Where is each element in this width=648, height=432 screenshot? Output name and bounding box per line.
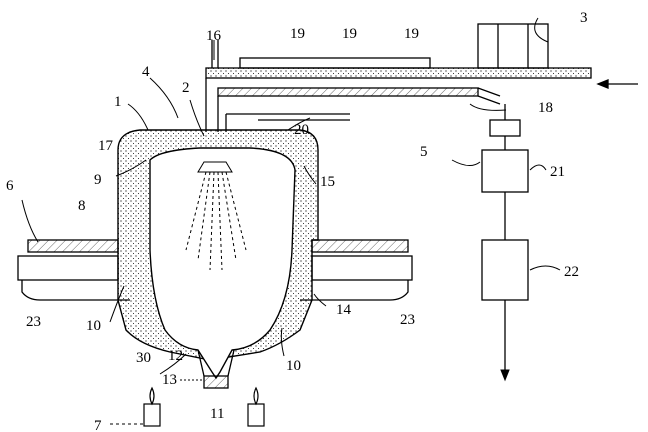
label-30: 30 — [136, 350, 151, 366]
label-22: 22 — [564, 264, 579, 280]
label-18: 18 — [538, 100, 553, 116]
label-8: 8 — [78, 198, 86, 214]
label-16: 16 — [206, 28, 222, 44]
actuator-3 — [477, 23, 549, 69]
label-2: 2 — [182, 80, 190, 96]
label-15: 15 — [320, 174, 335, 190]
burner-left — [143, 386, 161, 427]
label-10-left: 10 — [86, 318, 101, 334]
bottom-outlet — [197, 349, 235, 389]
label-19-a: 19 — [290, 26, 305, 42]
label-12: 12 — [168, 348, 183, 364]
flange-left — [17, 239, 130, 301]
outlet-arrow — [500, 369, 510, 382]
callout-labels: 1 2 3 4 5 6 7 8 9 10 10 11 12 13 14 15 1… — [6, 10, 588, 432]
label-5: 5 — [420, 144, 428, 160]
label-11: 11 — [210, 406, 224, 422]
label-17: 17 — [98, 138, 114, 154]
label-21: 21 — [550, 164, 565, 180]
leader-lines — [21, 17, 561, 425]
label-19-b: 19 — [342, 26, 357, 42]
label-14: 14 — [336, 302, 352, 318]
label-13: 13 — [162, 372, 177, 388]
flange-right — [300, 239, 413, 301]
separator-column — [481, 104, 529, 372]
inlet-arrow — [596, 79, 638, 89]
label-1: 1 — [114, 94, 122, 110]
label-6: 6 — [6, 178, 14, 194]
pipe-20 — [225, 113, 350, 132]
spray-nozzle — [185, 161, 247, 271]
burner-right — [247, 386, 265, 427]
label-20: 20 — [294, 122, 309, 138]
label-10-right: 10 — [286, 358, 301, 374]
label-23-left: 23 — [26, 314, 41, 330]
feed-pipe — [205, 40, 592, 132]
vessel — [117, 129, 319, 380]
label-23-right: 23 — [400, 312, 415, 328]
label-19-c: 19 — [404, 26, 419, 42]
label-3: 3 — [580, 10, 588, 26]
label-7: 7 — [94, 418, 102, 432]
label-9: 9 — [94, 172, 102, 188]
label-4: 4 — [142, 64, 150, 80]
